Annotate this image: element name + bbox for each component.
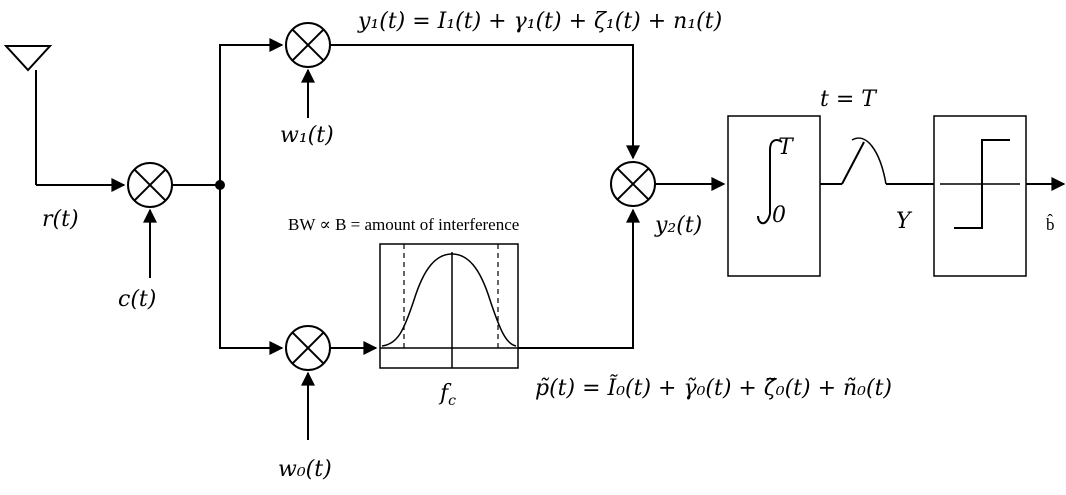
upper-branch-wire (219, 38, 284, 185)
bw-label: BW ∝ B = amount of interference (288, 215, 519, 234)
multiplier-c (127, 162, 173, 208)
w1-label: w₁(t) (280, 123, 334, 148)
multiplier-final (610, 161, 656, 207)
lower-path-wire (518, 208, 640, 349)
p-equation: p̃(t) = Ĩ₀(t) + γ̃₀(t) + ζ̃₀(t) + ñ₀(t… (535, 373, 892, 401)
y1-equation: y₁(t) = I₁(t) + γ₁(t) + ζ₁(t) + n₁(t) (357, 9, 722, 34)
bandpass-filter (379, 243, 519, 369)
integrator-block (727, 115, 821, 277)
integral-lower-limit: 0 (772, 203, 786, 228)
Y-label: Y (896, 209, 913, 234)
integral-upper-limit: T (778, 135, 795, 160)
y2-label: y₂(t) (654, 213, 702, 238)
b-hat-label: b̂ (1046, 214, 1055, 234)
w0-label: w₀(t) (278, 457, 332, 482)
c-label: c(t) (118, 287, 156, 312)
lower-branch-wire (219, 185, 284, 355)
decision-block (933, 115, 1027, 277)
sampler-switch (820, 137, 934, 185)
multiplier-w1 (285, 22, 331, 68)
sample-time-label: t = T (820, 87, 878, 112)
antenna-icon (3, 45, 53, 185)
upper-path-wire (330, 44, 640, 160)
multiplier-w0 (285, 325, 331, 371)
r-label: r(t) (42, 207, 79, 232)
fc-label: fc (438, 381, 456, 409)
